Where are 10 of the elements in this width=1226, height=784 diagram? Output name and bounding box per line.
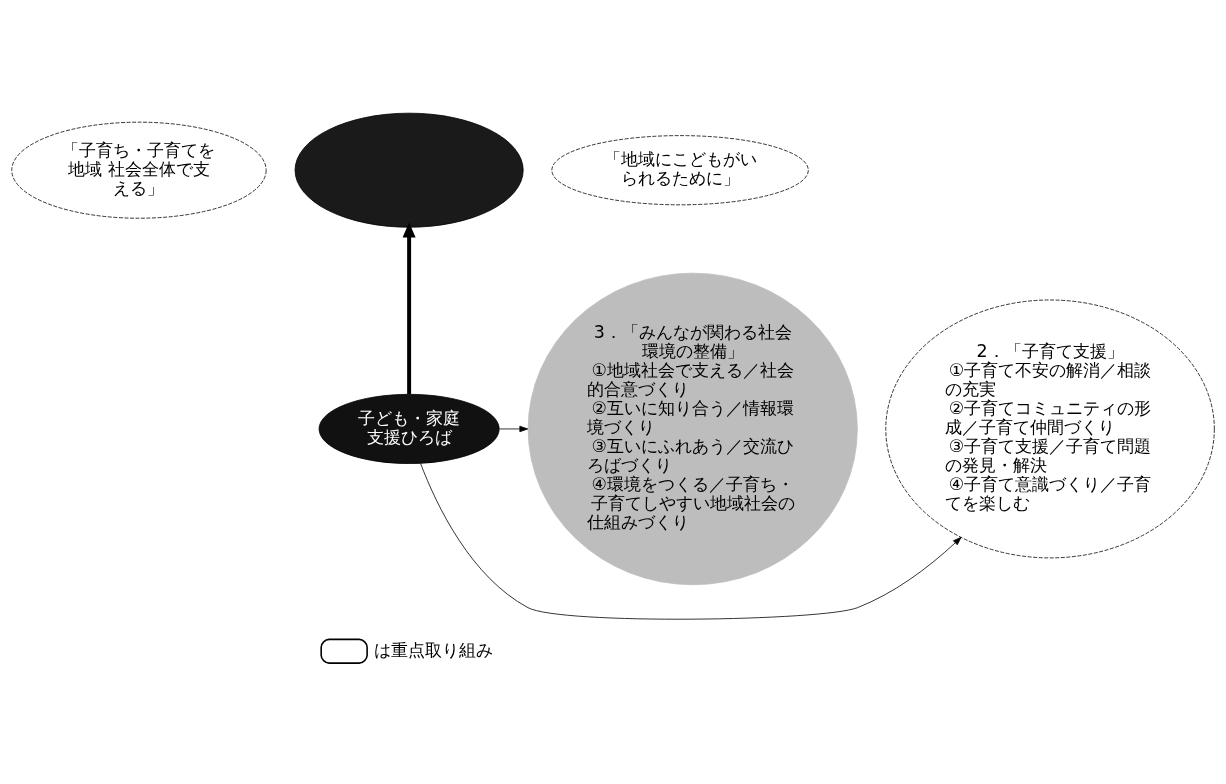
legend-label: は重点取り組み (374, 639, 494, 660)
arrow (499, 425, 529, 432)
node-circle: 3．「みんなが関わる社会環境の整備」 ①地域社会で支える／社会的合意づくり ②互いに知り合う／情報環境づくり ③互いにふれあう／交流ひろばづくり ④環境をつくる／子育ち・子育てしやすい地域社会の仕組みづくり (527, 272, 858, 585)
node-ellipse: 子ども・家庭支援ひろば (318, 393, 500, 464)
node-ellipse: 「地域にこどもがいられるために」 (551, 134, 809, 205)
node-ellipse: 2．「子育て支援」 ①子育て不安の解消／相談の充実 ②子育てコミュニティの形成／子育て仲間づくり ③子育て支援／子育て問題の発見・解決 ④子育て意識づくり／子育てを楽しむ (885, 299, 1215, 558)
arrow (402, 222, 416, 394)
arrow (420, 462, 962, 620)
node-ellipse: 「子育ち・子育てを地域 社会全体で支える」 (11, 121, 267, 219)
node-ellipse (294, 112, 524, 228)
